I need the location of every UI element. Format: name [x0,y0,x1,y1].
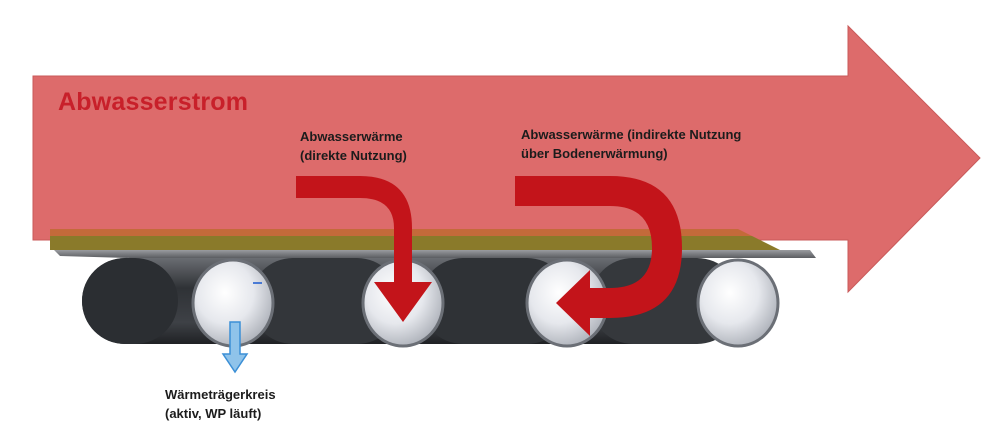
direct-heat-arrow [296,176,432,322]
indirect-heat-arrow [515,176,682,336]
heat-carrier-arrow [221,321,249,374]
indirect-usage-line-1: Abwasserwärme (indirekte Nutzung [521,127,742,142]
flow-title: Abwasserstrom [58,88,249,116]
heat-carrier-line-2: (aktiv, WP läuft) [165,405,262,421]
direct-usage-label: Abwasserwärme (direkte Nutzung) [300,128,407,166]
direct-usage-line-1: Abwasserwärme [300,129,403,144]
direct-usage-line-2: (direkte Nutzung) [300,147,407,163]
steel-plate [54,250,816,258]
heat-carrier-circuit-label: Wärmeträgerkreis (aktiv, WP läuft) [165,386,276,424]
heat-carrier-line-1: Wärmeträgerkreis [165,387,276,402]
indirect-usage-label: Abwasserwärme (indirekte Nutzung über Bo… [521,126,741,164]
indirect-usage-line-2: über Bodenerwärmung) [521,145,668,161]
sediment-layer-olive [50,236,780,250]
